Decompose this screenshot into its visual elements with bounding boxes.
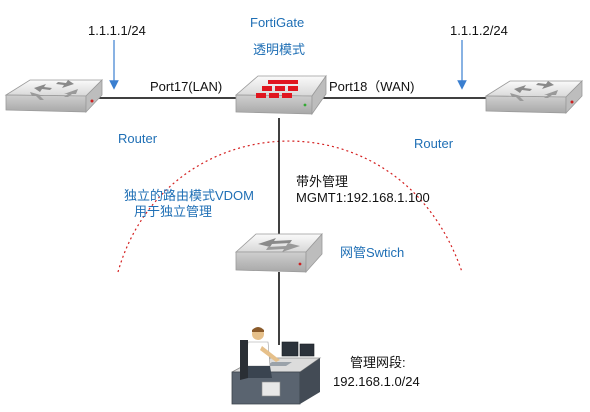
switch-icon bbox=[234, 232, 323, 274]
right-router-icon bbox=[484, 80, 583, 115]
left-ip-label: 1.1.1.1/24 bbox=[88, 23, 146, 38]
oob-title-label: 带外管理 bbox=[296, 174, 349, 189]
left-router-label: Router bbox=[118, 131, 158, 146]
port-wan-label: Port18（WAN) bbox=[329, 79, 415, 94]
fortinet-logo bbox=[256, 80, 298, 98]
left-router-icon bbox=[4, 79, 103, 114]
right-router-label: Router bbox=[414, 136, 454, 151]
right-ip-label: 1.1.1.2/24 bbox=[450, 23, 508, 38]
admin-workstation-icon bbox=[231, 327, 322, 405]
vdom-line2-label: 用于独立管理 bbox=[134, 204, 213, 219]
fortigate-mode-label: 透明模式 bbox=[253, 42, 306, 57]
mgmt-subnet-label: 192.168.1.0/24 bbox=[333, 374, 420, 389]
oob-ip-label: MGMT1:192.168.1.100 bbox=[296, 190, 430, 205]
vdom-line1-label: 独立的路由模式VDOM bbox=[124, 188, 255, 203]
switch-label: 网管Swtich bbox=[340, 245, 405, 260]
fortigate-firewall-icon bbox=[234, 74, 327, 116]
port-lan-label: Port17(LAN) bbox=[150, 79, 223, 94]
mgmt-title-label: 管理网段: bbox=[350, 355, 406, 370]
fortigate-name-label: FortiGate bbox=[250, 15, 305, 30]
